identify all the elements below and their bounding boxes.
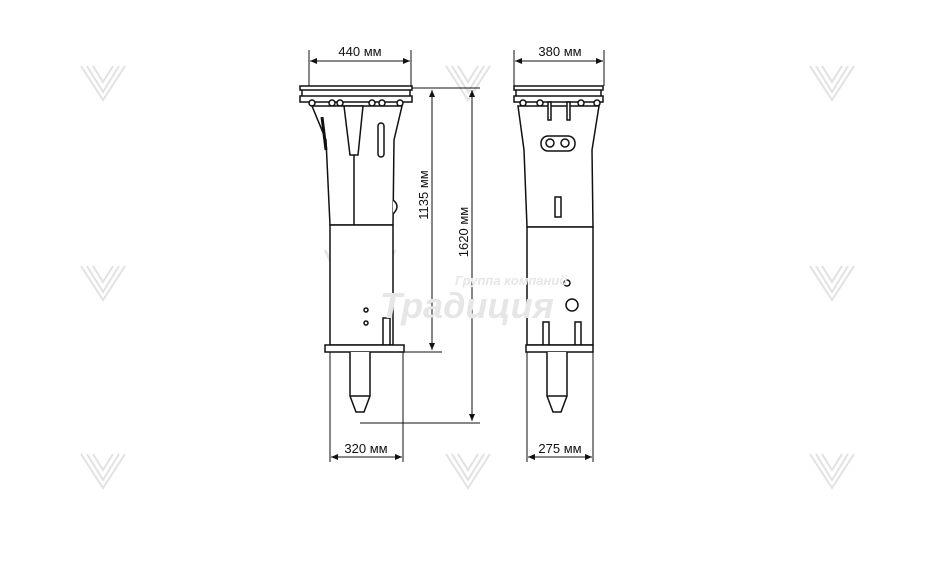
watermark-logo-icon	[80, 65, 126, 101]
watermark-logo-icon	[809, 453, 855, 489]
total-height-label: 1620 мм	[456, 207, 471, 257]
front-width-label: 440 мм	[338, 44, 381, 59]
watermark-logo-icon	[80, 453, 126, 489]
watermark-logo-icon	[809, 265, 855, 301]
watermark-logo-icon	[445, 453, 491, 489]
side-width-label: 380 мм	[538, 44, 581, 59]
watermark-logo-icon	[445, 65, 491, 101]
front-base-width-label: 320 мм	[344, 441, 387, 456]
side-view	[513, 85, 604, 413]
watermark-line1: Группа компаний	[455, 273, 567, 288]
dimension-lines	[308, 50, 605, 462]
front-view	[299, 85, 413, 413]
side-base-width-label: 275 мм	[538, 441, 581, 456]
watermark-logo-icon	[80, 265, 126, 301]
watermark-line2: Традиция	[380, 285, 554, 326]
watermark-logo-icon	[809, 65, 855, 101]
body-height-label: 1135 мм	[416, 170, 431, 220]
